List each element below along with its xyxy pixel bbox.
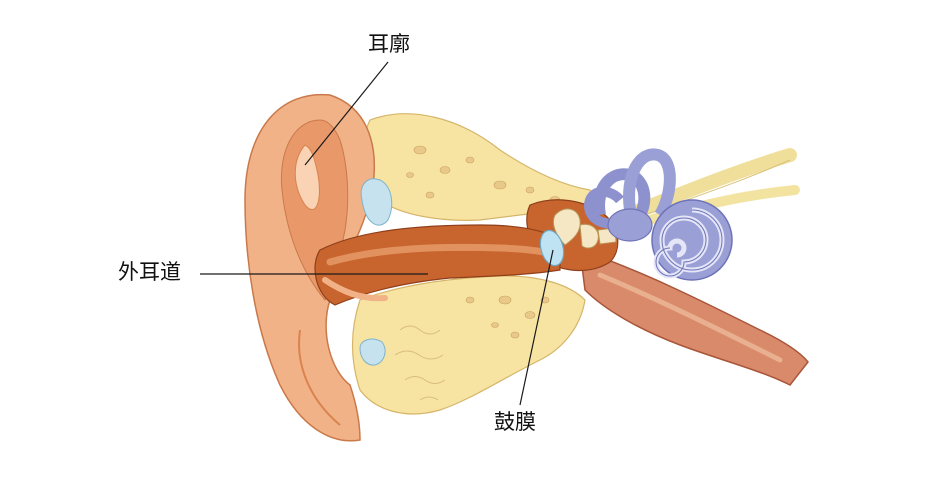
eardrum [539,229,565,267]
ossicles [552,208,617,249]
cartilage-upper [360,178,393,226]
label-auricle: 耳廓 [368,32,410,56]
label-ear-canal: 外耳道 [118,260,181,284]
cartilage-lower [359,338,386,366]
antihelix [294,144,320,211]
cochlea [651,199,733,281]
vestibule [607,208,653,242]
label-eardrum: 鼓膜 [494,410,536,434]
leader-line-auricle [304,61,389,166]
leader-line-eardrum [519,249,554,406]
temporal-bone [351,113,602,415]
external-ear-canal [314,224,561,306]
semicircular-canals [584,148,676,229]
